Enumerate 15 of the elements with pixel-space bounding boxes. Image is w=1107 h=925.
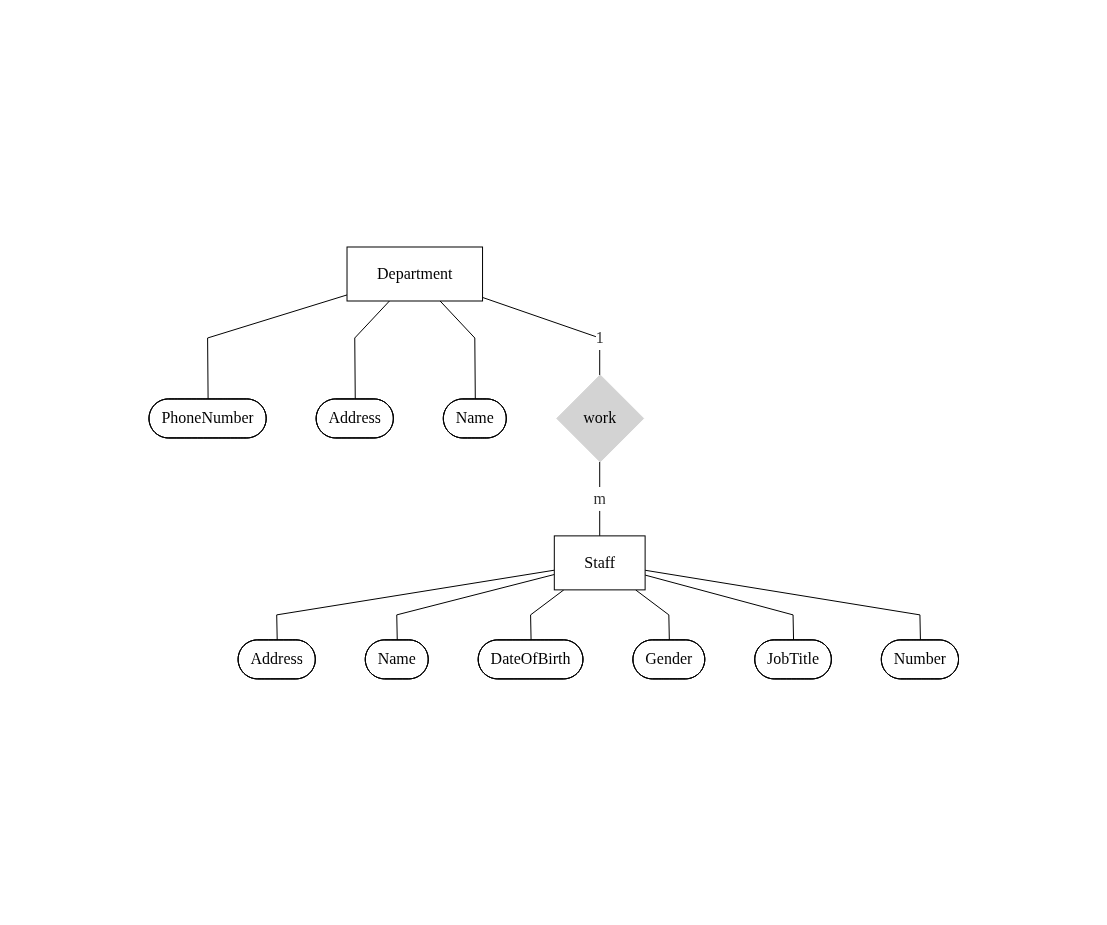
edge-label: m bbox=[593, 489, 606, 507]
node-box: Staff bbox=[553, 534, 646, 590]
connector bbox=[481, 296, 600, 376]
connector bbox=[275, 569, 555, 641]
node-diamond: work bbox=[556, 374, 644, 462]
connector bbox=[644, 569, 921, 641]
connector bbox=[634, 588, 670, 641]
edge-label: 1 bbox=[595, 328, 604, 346]
connector bbox=[396, 573, 555, 641]
connector bbox=[644, 574, 794, 641]
connector bbox=[439, 300, 476, 400]
connector bbox=[529, 588, 565, 641]
connector bbox=[206, 294, 348, 400]
node-box: Department bbox=[346, 246, 483, 302]
connector bbox=[354, 300, 390, 400]
